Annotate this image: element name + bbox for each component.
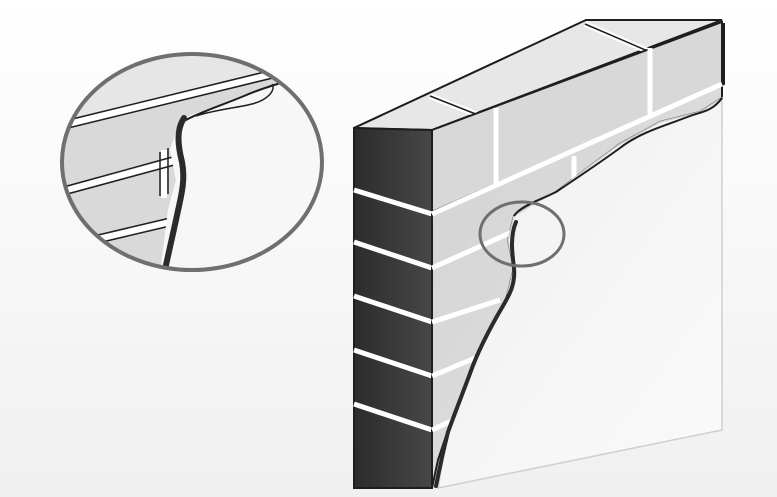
magnifier-callout-icon [478,200,566,268]
magnified-crack [161,115,187,270]
wall-end-face [353,126,433,489]
callout-ring [60,52,324,272]
magnified-detail [60,52,324,272]
masonry-wall [353,19,725,489]
plaster-edge [513,97,723,217]
